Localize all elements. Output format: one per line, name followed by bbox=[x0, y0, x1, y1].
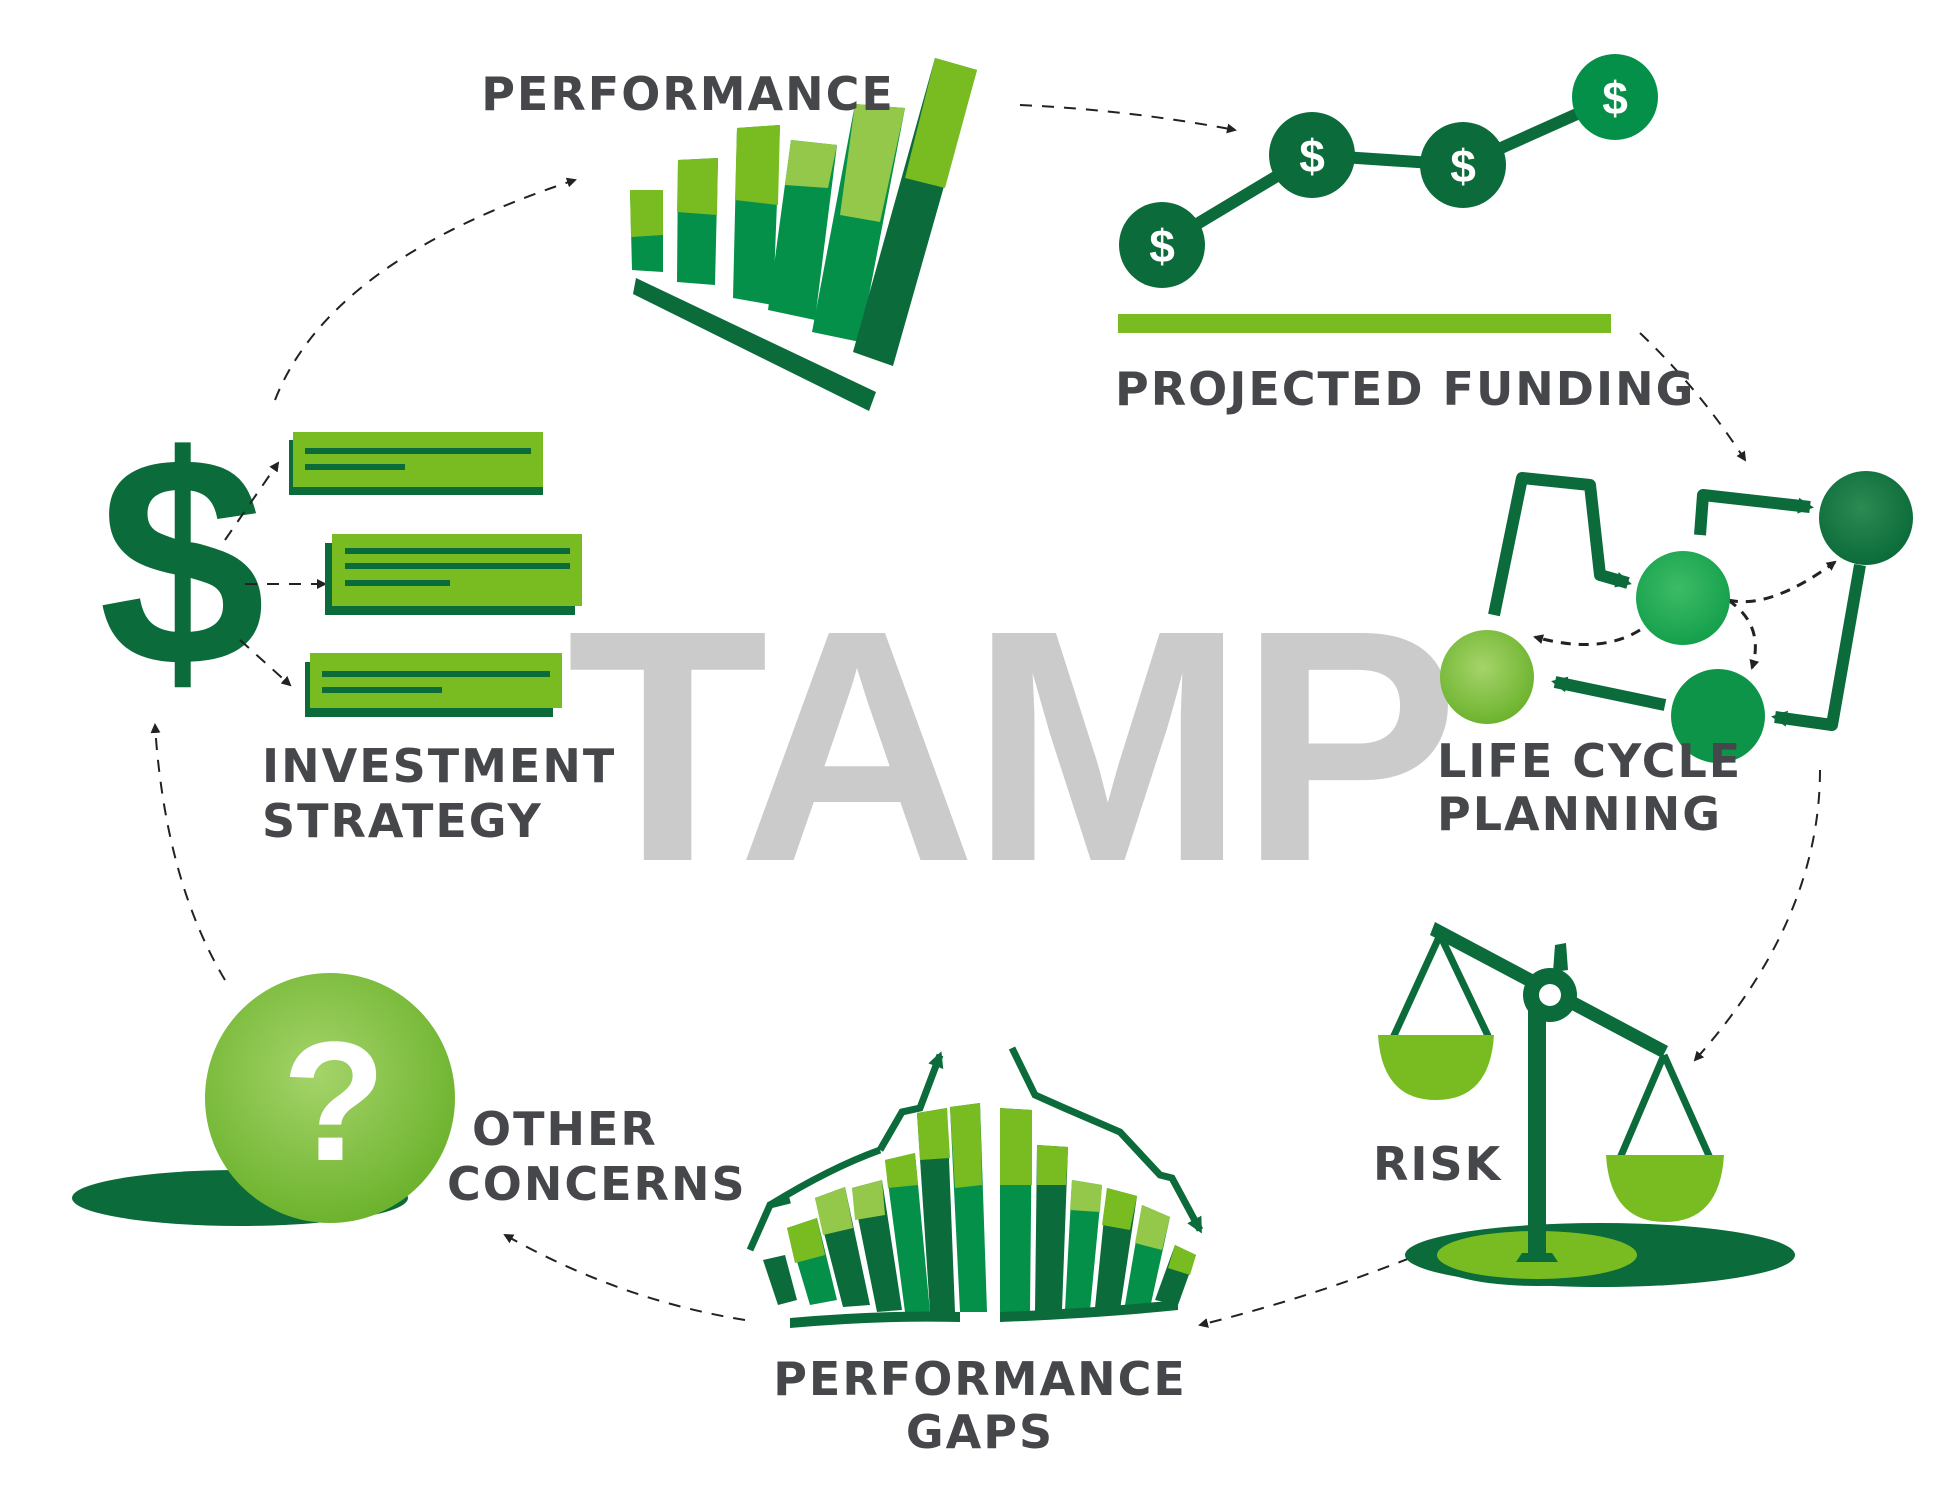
dollar-marker-4: $ bbox=[1602, 72, 1628, 124]
circle-flow-icon bbox=[1440, 471, 1913, 763]
performance-label: PERFORMANCE bbox=[481, 67, 895, 121]
flow-arrows bbox=[150, 104, 1821, 1328]
flow-arrow-concerns-to-strategy bbox=[150, 723, 226, 981]
flow-arrow-gaps-to-concerns bbox=[503, 1234, 746, 1321]
flow-arrow-performance-to-funding bbox=[1019, 104, 1237, 134]
other-concerns-node: ? OTHER CONCERNS bbox=[72, 973, 747, 1226]
flow-arrow-strategy-to-performance bbox=[274, 177, 577, 401]
performance-node: PERFORMANCE bbox=[481, 58, 977, 411]
flow-arrow-risk-to-gaps bbox=[1198, 1249, 1431, 1328]
projected-funding-label: PROJECTED FUNDING bbox=[1115, 362, 1695, 416]
question-mark-icon: ? bbox=[72, 973, 455, 1226]
dollar-line-chart-icon: $ $ $ $ bbox=[1118, 54, 1658, 333]
dollar-marker-2: $ bbox=[1299, 130, 1325, 182]
investment-strategy-label-line1: INVESTMENT bbox=[262, 739, 616, 793]
bar-chart-icon bbox=[630, 58, 977, 411]
risk-label: RISK bbox=[1373, 1137, 1503, 1191]
risk-node: RISK bbox=[1373, 922, 1795, 1287]
dollar-marker-3: $ bbox=[1450, 140, 1476, 192]
investment-strategy-node: $ INVESTMENT STRATEGY bbox=[99, 393, 616, 848]
dollar-documents-icon: $ bbox=[99, 393, 582, 729]
dollar-symbol: $ bbox=[99, 393, 266, 729]
question-symbol: ? bbox=[282, 1007, 386, 1197]
flow-arrow-lifecycle-to-risk bbox=[1693, 769, 1821, 1062]
life-cycle-label-line2: PLANNING bbox=[1437, 787, 1722, 841]
balance-scale-icon bbox=[1378, 922, 1795, 1287]
life-cycle-label-line1: LIFE CYCLE bbox=[1437, 734, 1742, 788]
split-bar-chart-icon bbox=[746, 1046, 1204, 1328]
dollar-marker-1: $ bbox=[1149, 220, 1175, 272]
investment-strategy-label-line2: STRATEGY bbox=[262, 794, 543, 848]
projected-funding-node: $ $ $ $ PROJECTED FUNDING bbox=[1115, 54, 1695, 416]
center-label: TAMP bbox=[567, 561, 1453, 930]
life-cycle-planning-node: LIFE CYCLE PLANNING bbox=[1437, 471, 1913, 841]
performance-gaps-label-line1: PERFORMANCE bbox=[773, 1352, 1187, 1406]
other-concerns-label-line1: OTHER bbox=[472, 1102, 658, 1156]
performance-gaps-label-line2: GAPS bbox=[906, 1405, 1054, 1459]
other-concerns-label-line2: CONCERNS bbox=[447, 1157, 747, 1211]
performance-gaps-node: PERFORMANCE GAPS bbox=[746, 1046, 1204, 1459]
